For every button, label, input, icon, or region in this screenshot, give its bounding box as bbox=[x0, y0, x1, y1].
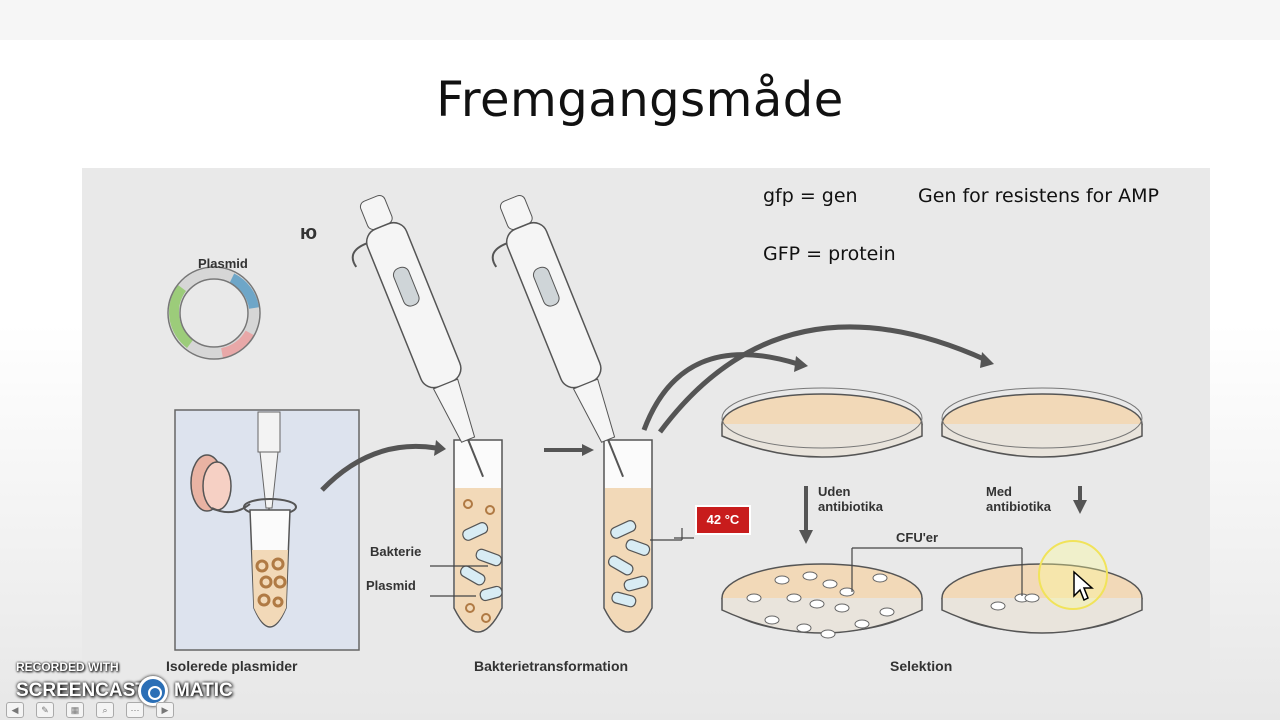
top-bar bbox=[0, 0, 1280, 40]
prev-icon[interactable]: ◀ bbox=[6, 702, 24, 718]
screencast-watermark: RECORDED WITH SCREENCAST MATIC bbox=[14, 660, 244, 720]
caption-isolerede: Isolerede plasmider bbox=[166, 658, 298, 674]
player-controls: ◀ ✎ ▦ ⌕ ⋯ ▶ bbox=[0, 700, 230, 720]
menu-icon[interactable]: ⋯ bbox=[126, 702, 144, 718]
slides-icon[interactable]: ▦ bbox=[66, 702, 84, 718]
label-med-line1: Med bbox=[986, 484, 1012, 499]
next-icon[interactable]: ▶ bbox=[156, 702, 174, 718]
label-plasmid: Plasmid bbox=[366, 578, 416, 593]
label-bakterie: Bakterie bbox=[370, 544, 422, 559]
plate-uden-colonies-icon bbox=[721, 563, 923, 639]
plasmid-ring-icon bbox=[167, 266, 261, 360]
pen-icon[interactable]: ✎ bbox=[36, 702, 54, 718]
plate-uden-icon bbox=[721, 387, 923, 458]
label-plasmid-title: Plasmid bbox=[198, 256, 248, 271]
figure-marker: ю bbox=[300, 222, 318, 244]
heat-shock-badge: 42 °C bbox=[695, 505, 751, 535]
watermark-brand-left: SCREENCAST bbox=[16, 680, 147, 701]
screencast-logo-icon bbox=[138, 676, 168, 706]
note-resistance-gene: Gen for resistens for AMP bbox=[918, 185, 1159, 207]
note-gfp-gen: gfp = gen bbox=[763, 185, 858, 207]
label-uden-line1: Uden bbox=[818, 484, 851, 499]
label-med-line2: antibiotika bbox=[986, 499, 1052, 514]
caption-selektion: Selektion bbox=[890, 658, 953, 674]
note-gfp-protein: GFP = protein bbox=[763, 243, 896, 265]
pipette-1-icon bbox=[351, 194, 484, 478]
slide-title: Fremgangsmåde bbox=[436, 72, 844, 128]
procedure-illustration bbox=[167, 194, 1143, 651]
caption-transformation: Bakterietransformation bbox=[474, 658, 629, 674]
zoom-icon[interactable]: ⌕ bbox=[96, 702, 114, 718]
mouse-pointer-icon bbox=[1073, 570, 1094, 602]
watermark-recorded-with: RECORDED WITH bbox=[16, 660, 119, 674]
cursor-highlight bbox=[1038, 540, 1108, 610]
label-cfu: CFU'er bbox=[896, 530, 939, 545]
pipette-2-icon bbox=[491, 194, 624, 478]
procedure-figure: ю Plasmid Bakterie Plasmid 42 °C Uden an… bbox=[82, 168, 1210, 690]
label-med: Med antibiotika bbox=[986, 484, 1051, 514]
plate-med-icon bbox=[941, 387, 1143, 458]
label-uden-line2: antibiotika bbox=[818, 499, 884, 514]
label-uden: Uden antibiotika bbox=[818, 484, 883, 514]
watermark-brand-right: MATIC bbox=[174, 680, 233, 701]
